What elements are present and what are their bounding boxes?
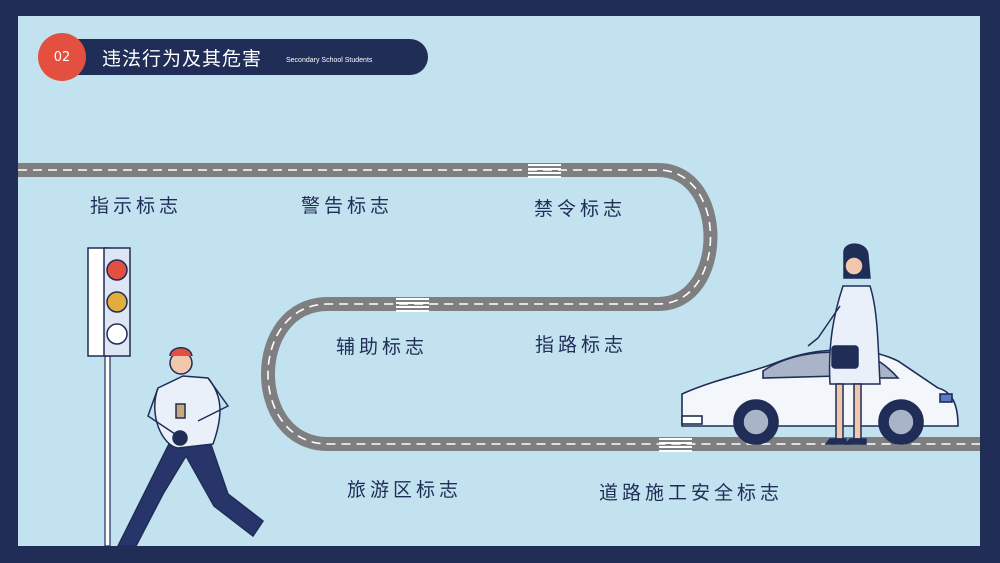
road-illustration [18,163,980,546]
traffic-light-icon [87,247,131,546]
woman-illustration [807,243,881,445]
car-illustration [681,349,959,445]
sign-label-road-construction: 道路施工安全标志 [599,482,784,504]
section-number-badge: 02 [38,33,86,81]
running-man-illustration [117,347,265,546]
crosswalk-3 [659,438,692,452]
slide-panel: 02 违法行为及其危害 Secondary School Students 指示… [18,16,980,546]
crosswalk-2 [396,298,429,312]
sign-label-auxiliary: 辅助标志 [336,336,429,358]
sign-label-indication: 指示标志 [90,195,183,217]
sign-label-prohibition: 禁令标志 [534,198,627,220]
sign-label-warning: 警告标志 [301,195,394,217]
header-bar [58,39,428,75]
sign-label-tourist-area: 旅游区标志 [347,479,463,501]
page-subtitle: Secondary School Students [286,57,373,64]
crosswalk-1 [528,164,561,178]
sign-label-guide: 指路标志 [535,334,628,356]
page-title: 违法行为及其危害 [102,48,263,70]
